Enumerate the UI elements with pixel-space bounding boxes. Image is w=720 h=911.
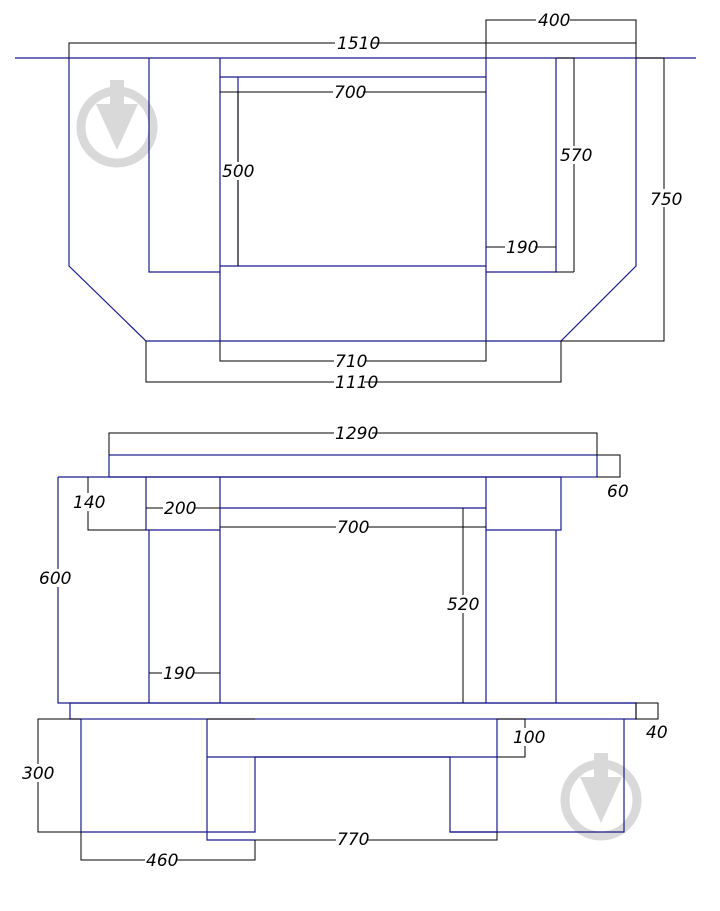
dim-label-40: 40 bbox=[646, 723, 668, 743]
dim-label-1110: 1110 bbox=[335, 373, 378, 393]
dim-label-570: 570 bbox=[560, 146, 592, 166]
watermark-logo-icon bbox=[560, 753, 642, 841]
plinth bbox=[69, 702, 637, 720]
hearth-outline bbox=[68, 58, 637, 342]
dim-label-710: 710 bbox=[335, 352, 367, 372]
firebox-outline bbox=[219, 58, 487, 341]
dim-label-400: 400 bbox=[538, 11, 570, 31]
dim-label-750: 750 bbox=[650, 190, 682, 210]
dim-label-60: 60 bbox=[607, 482, 629, 502]
dim-label-300: 300 bbox=[22, 764, 54, 784]
dim-label-500: 500 bbox=[222, 162, 254, 182]
dim-label-100: 100 bbox=[513, 728, 545, 748]
dim-line-570 bbox=[556, 57, 575, 273]
left-inner-column bbox=[148, 58, 220, 273]
top-view: 1510 400 700 500 570 750 190 710 1110 bbox=[15, 11, 696, 393]
dim-label-1510: 1510 bbox=[337, 34, 380, 54]
dim-label-770: 770 bbox=[337, 830, 369, 850]
dim-label-1290: 1290 bbox=[335, 424, 378, 444]
dim-label-200: 200 bbox=[164, 499, 196, 519]
dim-label-190-front: 190 bbox=[163, 664, 195, 684]
dim-label-520: 520 bbox=[447, 595, 479, 615]
front-view: 1290 60 140 200 700 600 520 190 40 100 3… bbox=[21, 424, 668, 871]
dim-label-140: 140 bbox=[73, 493, 105, 513]
dim-label-190: 190 bbox=[506, 238, 538, 258]
dim-label-700-front: 700 bbox=[337, 518, 369, 538]
dim-label-700: 700 bbox=[334, 83, 366, 103]
body-outline bbox=[57, 477, 636, 704]
mantel-shelf bbox=[108, 454, 598, 478]
base-recess bbox=[206, 719, 498, 841]
dim-line-750 bbox=[561, 57, 665, 342]
dim-label-460: 460 bbox=[146, 851, 178, 871]
dim-line-770 bbox=[255, 832, 498, 841]
watermark-logo-icon bbox=[76, 80, 158, 168]
dim-line-60 bbox=[597, 454, 621, 478]
left-column bbox=[145, 477, 221, 703]
right-column bbox=[485, 477, 562, 703]
dim-label-600: 600 bbox=[39, 569, 71, 589]
